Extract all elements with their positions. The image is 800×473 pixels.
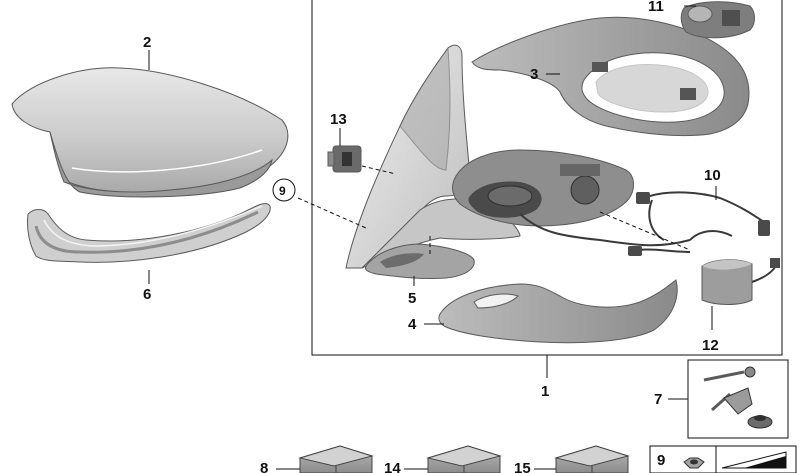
callout-8: 8 — [260, 460, 268, 473]
callout-7: 7 — [654, 391, 662, 408]
callout-9-circle — [272, 178, 296, 202]
callout-2: 2 — [143, 34, 151, 51]
wiring-harness-part[interactable] — [628, 191, 770, 256]
assembly-frame — [311, 0, 783, 378]
callout-11: 11 — [648, 0, 664, 15]
callout-12: 12 — [702, 337, 719, 354]
callout-4: 4 — [408, 316, 417, 333]
mirror-motor-part[interactable] — [680, 1, 755, 39]
lower-cover-part[interactable] — [365, 243, 475, 280]
callout-9-legend: 9 — [657, 452, 665, 469]
nut-legend-box — [649, 445, 797, 473]
callout-13: 13 — [330, 111, 347, 128]
turn-signal-light-part[interactable] — [27, 203, 271, 263]
callout-6: 6 — [143, 286, 151, 303]
callout-14: 14 — [384, 460, 401, 473]
kit-part-14[interactable] — [426, 445, 502, 473]
lower-trim-part[interactable] — [438, 279, 678, 344]
mirror-base-mechanism — [452, 149, 691, 247]
callout-5: 5 — [408, 290, 416, 307]
mirror-frame-part[interactable] — [471, 16, 750, 137]
screw-kit-box[interactable] — [687, 359, 789, 439]
kit-part-8[interactable] — [298, 445, 374, 473]
callout-10: 10 — [704, 167, 721, 184]
kit-part-15[interactable] — [554, 445, 630, 473]
assembly-line-harness — [599, 211, 691, 251]
assembly-line-connector — [361, 165, 397, 175]
mirror-cap-part[interactable] — [11, 67, 289, 198]
control-unit-part[interactable] — [701, 258, 780, 305]
callout-15: 15 — [514, 460, 531, 473]
assembly-line-glass — [297, 197, 367, 229]
mirror-glass-housing — [345, 44, 521, 269]
callout-3: 3 — [530, 66, 538, 83]
callout-9: 9 — [279, 184, 286, 198]
connector-part[interactable] — [327, 145, 362, 173]
callout-1: 1 — [541, 383, 549, 400]
